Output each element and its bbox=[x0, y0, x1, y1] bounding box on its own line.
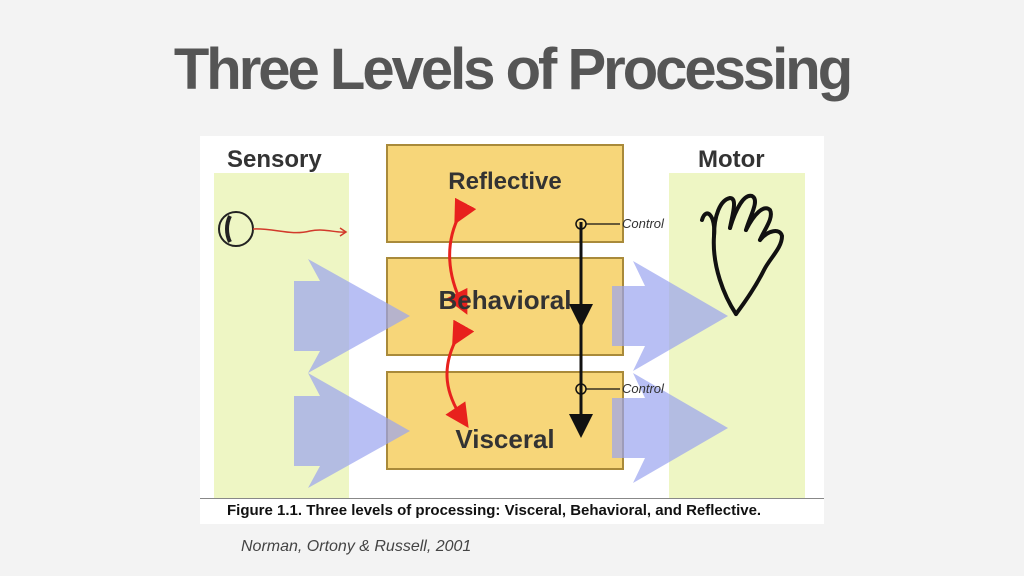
control-label-lower: Control bbox=[622, 381, 664, 396]
reflective-label: Reflective bbox=[448, 168, 562, 195]
feedback-arrow-upper bbox=[445, 197, 477, 315]
output-arrow-visceral bbox=[612, 373, 728, 483]
feedback-arrow-lower bbox=[445, 319, 475, 428]
input-arrow-visceral bbox=[294, 373, 410, 488]
eye-icon bbox=[218, 211, 348, 247]
caption-rule bbox=[200, 498, 824, 499]
motor-label: Motor bbox=[698, 146, 765, 173]
hand-icon bbox=[700, 193, 785, 316]
input-arrow-behavioral bbox=[294, 259, 410, 373]
slide-title: Three Levels of Processing bbox=[173, 37, 853, 102]
reflective-box bbox=[386, 144, 624, 243]
figure-three-levels: Sensory Motor Reflective Behavioral Visc… bbox=[200, 136, 824, 524]
behavioral-label: Behavioral bbox=[438, 285, 572, 315]
diagram-graphic bbox=[214, 144, 805, 498]
output-arrow-behavioral bbox=[612, 261, 728, 371]
visceral-label: Visceral bbox=[455, 424, 555, 454]
figure-caption: Figure 1.1. Three levels of processing: … bbox=[227, 502, 762, 519]
citation: Norman, Ortony & Russell, 2001 bbox=[241, 538, 472, 555]
control-label-upper: Control bbox=[622, 216, 664, 231]
sensory-label: Sensory bbox=[227, 146, 322, 173]
